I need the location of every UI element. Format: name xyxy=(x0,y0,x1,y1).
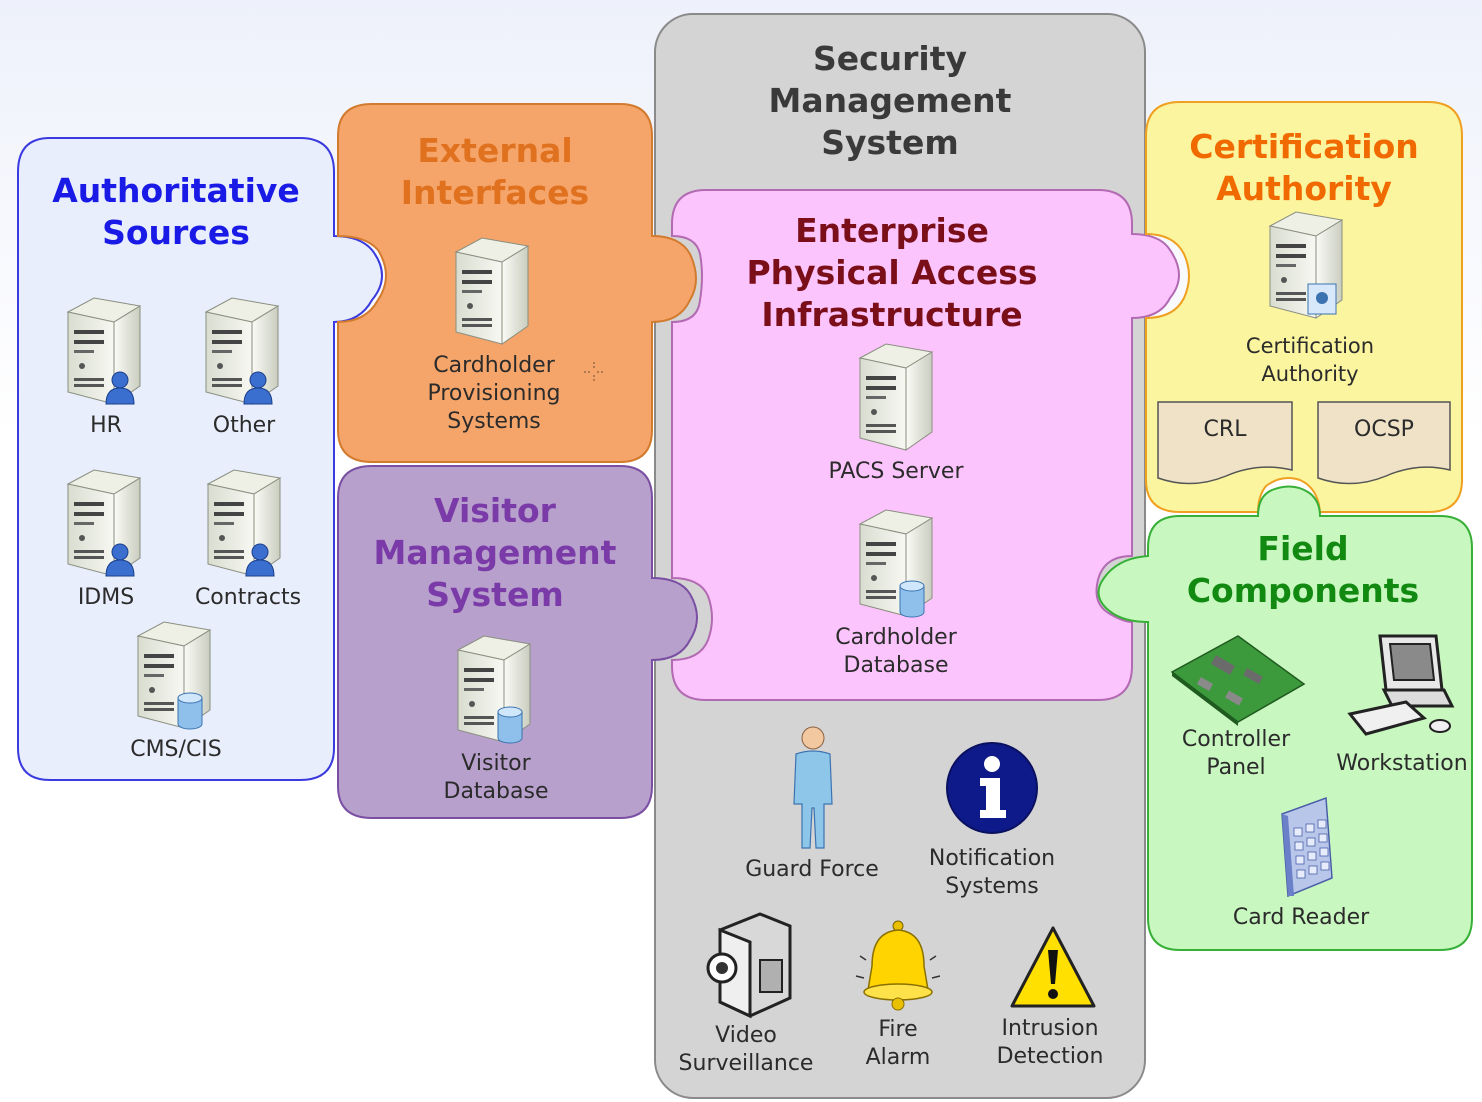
warning-triangle-icon xyxy=(1008,924,1098,1010)
external-title-line1: External xyxy=(417,131,573,170)
certification-authority-title: Certification Authority xyxy=(1146,126,1462,210)
provisioning-server-icon xyxy=(452,234,552,350)
field-title-line2: Components xyxy=(1186,571,1420,610)
ca-server-icon xyxy=(1266,208,1366,324)
controller-panel-label: Controller Panel xyxy=(1156,726,1316,782)
authoritative-title-line2: Sources xyxy=(102,213,250,252)
fire-alarm-label: Fire Alarm xyxy=(818,1016,978,1072)
security-management-title: Security Management System xyxy=(655,38,1125,164)
visitor-title-line1: Visitor xyxy=(434,491,556,530)
guard-force-label: Guard Force xyxy=(745,857,879,882)
cms-label: CMS/CIS xyxy=(130,737,222,762)
cms-server-icon xyxy=(134,618,234,734)
fire-bell-icon xyxy=(848,916,948,1012)
contracts-server-icon xyxy=(204,466,304,582)
ca-line2: Authority xyxy=(1261,362,1359,386)
security-title-line2: Management xyxy=(768,81,1012,120)
ocsp-label: OCSP xyxy=(1354,417,1414,442)
pacs-server-icon xyxy=(856,340,956,456)
security-title-line1: Security xyxy=(812,39,968,78)
other-label: Other xyxy=(212,413,276,438)
idms-server-icon xyxy=(64,466,164,582)
card-reader-icon xyxy=(1274,794,1338,898)
cardholder-db-label: Cardholder Database xyxy=(816,624,976,680)
pacs-server-label: PACS Server xyxy=(828,459,964,484)
intrusion-label: Intrusion Detection xyxy=(970,1015,1130,1071)
visitor-db-label: Visitor Database xyxy=(416,750,576,806)
visitor-title-line3: System xyxy=(426,575,564,614)
provisioning-line3: Systems xyxy=(447,409,541,434)
video-line2: Surveillance xyxy=(678,1051,814,1076)
external-title-line2: Interfaces xyxy=(400,173,590,212)
visitor-db-line2: Database xyxy=(443,779,549,804)
cardholder-db-line1: Cardholder xyxy=(835,625,957,650)
provisioning-line1: Cardholder xyxy=(433,353,555,378)
security-title-line3: System xyxy=(821,123,959,162)
authoritative-title-line1: Authoritative xyxy=(52,171,300,210)
contracts-label: Contracts xyxy=(194,585,302,610)
field-components-title: Field Components xyxy=(1148,528,1458,612)
crl-label: CRL xyxy=(1203,417,1247,442)
enterprise-title-line2: Physical Access xyxy=(746,253,1038,292)
visitor-management-title: Visitor Management System xyxy=(338,490,652,616)
enterprise-title-line3: Infrastructure xyxy=(761,295,1023,334)
ca-label: Certification Authority xyxy=(1230,332,1390,388)
fire-line2: Alarm xyxy=(865,1045,931,1070)
provisioning-line2: Provisioning xyxy=(427,381,561,406)
hr-label: HR xyxy=(90,413,122,438)
ca-line1: Certification xyxy=(1245,334,1375,358)
field-title-line1: Field xyxy=(1257,529,1349,568)
intrusion-line2: Detection xyxy=(996,1044,1104,1069)
guard-person-icon xyxy=(786,724,840,850)
ocsp-document-shape xyxy=(1317,401,1451,485)
notification-line2: Systems xyxy=(945,874,1039,899)
card-reader-label: Card Reader xyxy=(1232,905,1370,930)
visitor-db-line1: Visitor xyxy=(461,751,531,776)
info-icon xyxy=(944,740,1040,836)
other-server-icon xyxy=(202,294,302,410)
workstation-icon xyxy=(1344,630,1460,740)
video-camera-icon xyxy=(700,910,796,1020)
cursor-crosshair-icon xyxy=(582,360,606,384)
cert-title-line2: Authority xyxy=(1216,169,1392,208)
cardholder-db-line2: Database xyxy=(843,653,949,678)
notification-label: Notification Systems xyxy=(912,845,1072,901)
video-label: Video Surveillance xyxy=(666,1022,826,1078)
crl-document-shape xyxy=(1157,401,1293,485)
fire-line1: Fire xyxy=(878,1017,918,1042)
cardholder-db-server-icon xyxy=(856,506,956,622)
visitor-title-line2: Management xyxy=(373,533,617,572)
authoritative-sources-title: Authoritative Sources xyxy=(18,170,334,254)
cert-title-line1: Certification xyxy=(1189,127,1419,166)
controller-line2: Panel xyxy=(1206,755,1266,780)
controller-line1: Controller xyxy=(1181,727,1291,752)
enterprise-pacs-title: Enterprise Physical Access Infrastructur… xyxy=(672,210,1112,336)
video-line1: Video xyxy=(715,1023,777,1048)
provisioning-label: Cardholder Provisioning Systems xyxy=(414,352,574,436)
hr-server-icon xyxy=(64,294,164,410)
enterprise-pacs-panel xyxy=(671,189,1180,701)
controller-panel-icon xyxy=(1168,632,1308,726)
notification-line1: Notification xyxy=(928,846,1056,871)
external-interfaces-title: External Interfaces xyxy=(338,130,652,214)
field-components-panel xyxy=(1097,485,1473,951)
enterprise-title-line1: Enterprise xyxy=(795,211,989,250)
authoritative-sources-panel xyxy=(17,137,383,781)
intrusion-line1: Intrusion xyxy=(1001,1016,1099,1041)
visitor-db-server-icon xyxy=(454,632,554,748)
idms-label: IDMS xyxy=(77,585,135,610)
workstation-label: Workstation xyxy=(1336,751,1468,776)
